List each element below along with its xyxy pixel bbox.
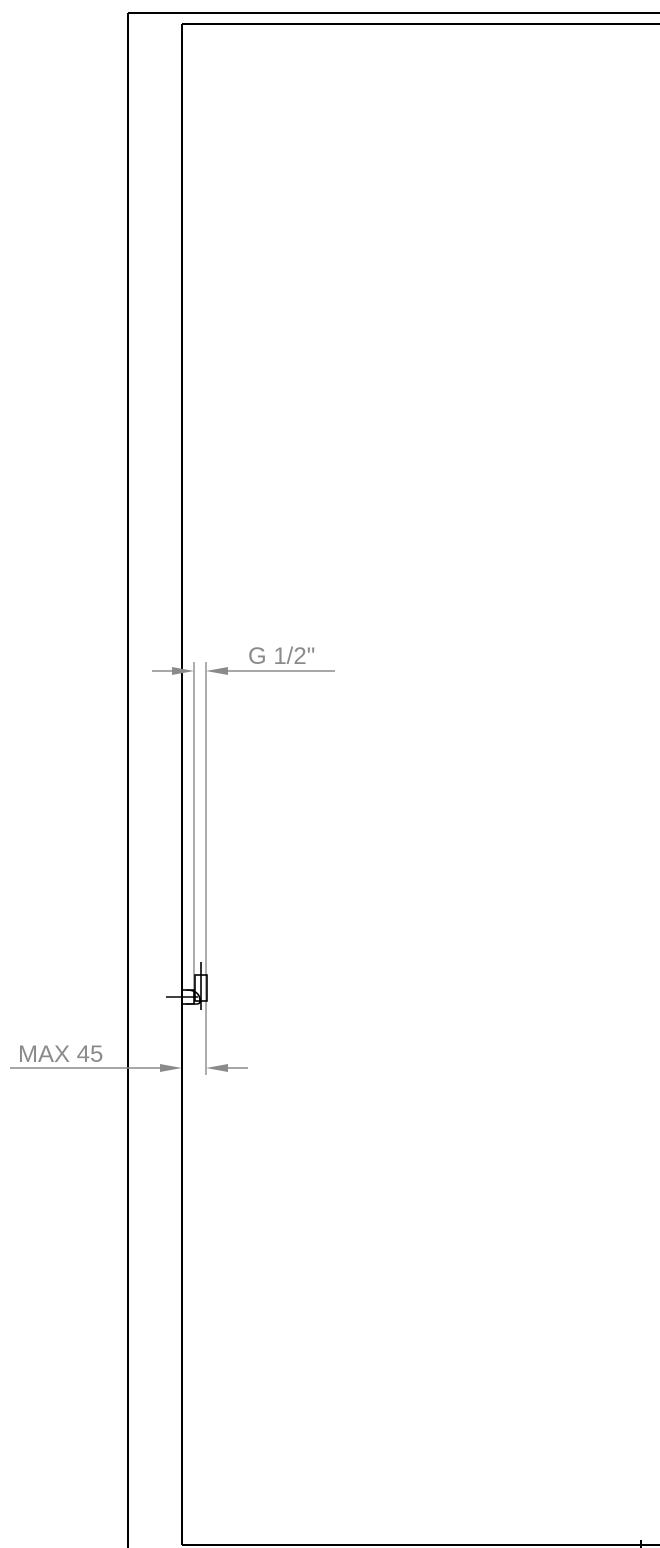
dimension-max-arrow-right <box>206 1064 228 1072</box>
dimension-connection-label: G 1/2" <box>248 643 315 670</box>
dimension-connection-arrow-left <box>172 667 194 675</box>
pipe <box>193 662 207 1075</box>
dimension-connection-size: G 1/2" <box>152 643 335 675</box>
dimension-connection-arrow-right <box>206 667 228 675</box>
dimension-max-offset: MAX 45 <box>10 1041 248 1072</box>
fitting-body <box>194 974 208 1002</box>
outer-frame <box>127 12 660 1548</box>
dimension-max-label: MAX 45 <box>18 1041 103 1068</box>
inner-panel <box>181 23 660 1548</box>
dimension-max-arrow-left <box>160 1064 182 1072</box>
elbow-fitting <box>166 962 208 1010</box>
fitting-elbow-curve <box>185 989 201 1005</box>
